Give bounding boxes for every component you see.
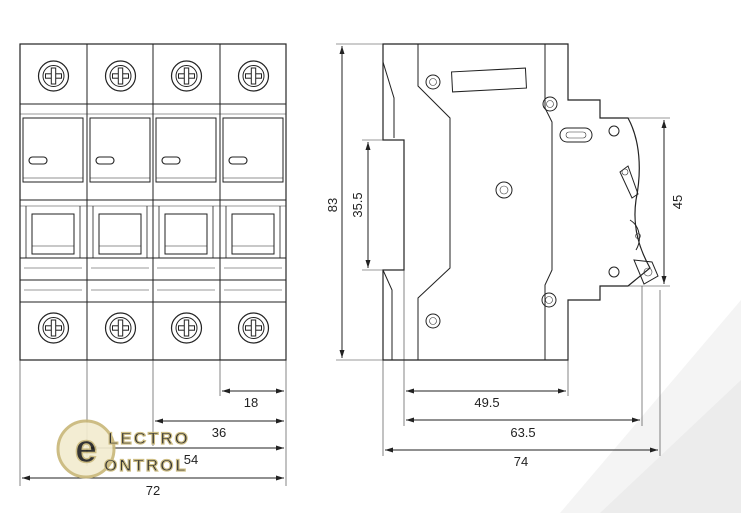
lever-base-pin (643, 267, 653, 277)
handle-face (222, 117, 284, 183)
inner-window (31, 213, 75, 255)
slot (559, 127, 593, 143)
arrow (650, 447, 658, 453)
dim-label-74: 74 (514, 454, 528, 469)
rivet (429, 78, 437, 86)
arrow (155, 418, 163, 424)
arrow (339, 350, 345, 358)
logo-ring (56, 419, 116, 479)
front-dimensions: 18 36 54 72 (19, 44, 287, 498)
side-view (382, 43, 659, 361)
arrow (222, 388, 230, 394)
rivet (425, 74, 441, 90)
rivet (608, 125, 620, 137)
lever-base (633, 259, 659, 285)
toggle-lever (619, 165, 639, 199)
arrow (385, 447, 393, 453)
inner-window (164, 213, 208, 255)
handle-face (22, 117, 84, 183)
rail-clip (382, 44, 395, 138)
rivet (546, 100, 554, 108)
toggle-pivot (621, 168, 629, 176)
terminal-screw-inner (242, 65, 265, 87)
arrow (276, 475, 284, 481)
terminal-screw-inner (42, 317, 65, 339)
handle-face (155, 117, 217, 183)
handle-face (89, 117, 151, 183)
screw-slot (250, 67, 257, 85)
dim-label-18: 18 (244, 395, 258, 410)
terminal-screw-inner (242, 317, 265, 339)
terminal-screw-inner (42, 65, 65, 87)
rail-clip (382, 269, 393, 360)
dim-label-36: 36 (212, 425, 226, 440)
inner-window (231, 213, 275, 255)
label-window (451, 67, 527, 93)
screw-slot (117, 319, 124, 337)
arrow (558, 388, 566, 394)
screw-slot (250, 319, 257, 337)
arrow (632, 417, 640, 423)
side-inner-right (544, 44, 553, 360)
rivet (542, 96, 558, 112)
terminal-screw-inner (109, 317, 132, 339)
arrow (22, 475, 30, 481)
rivet (429, 317, 437, 325)
arrow (661, 276, 667, 284)
dim-label-49-5: 49.5 (474, 395, 499, 410)
dim-label-72: 72 (146, 483, 160, 498)
arrow (276, 445, 284, 451)
screw-slot (183, 319, 190, 337)
indicator-slot (28, 156, 48, 165)
screw-slot (183, 67, 190, 85)
inner-window (98, 213, 142, 255)
terminal-screw-inner (109, 65, 132, 87)
logo-initial: e (75, 427, 97, 471)
dim-label-54: 54 (184, 452, 198, 467)
arrow (365, 142, 371, 150)
front-view (19, 43, 287, 361)
indicator-slot (95, 156, 115, 165)
logo-line2: ONTROL (104, 456, 188, 475)
dim-label-63-5: 63.5 (510, 425, 535, 440)
terminal-screw-inner (175, 317, 198, 339)
arrow (406, 388, 414, 394)
rivet (545, 296, 553, 304)
screw-slot (50, 319, 57, 337)
background-shade-2 (600, 380, 741, 513)
rivet (425, 313, 441, 329)
slot-inner (565, 131, 587, 139)
arrow (365, 260, 371, 268)
screw-slot (50, 67, 57, 85)
arrow (276, 388, 284, 394)
logo-line1: LECTRO (108, 429, 190, 448)
arrow (406, 417, 414, 423)
logo-watermark: e LECTRO ONTROL (56, 419, 190, 479)
side-dimensions: 83 35.5 45 49.5 63.5 74 (325, 43, 685, 469)
terminal-screw-inner (175, 65, 198, 87)
indicator-slot (228, 156, 248, 165)
side-inner-left (417, 44, 451, 360)
rivet (495, 181, 513, 199)
arrow (339, 46, 345, 54)
dim-label-35-5: 35.5 (350, 192, 365, 217)
arrow (661, 120, 667, 128)
dim-label-83: 83 (325, 198, 340, 212)
screw-slot (117, 67, 124, 85)
rivet (541, 292, 557, 308)
dim-label-45: 45 (670, 195, 685, 209)
indicator-slot (161, 156, 181, 165)
arrow (276, 418, 284, 424)
rivet (499, 185, 509, 195)
lever-pin (635, 233, 641, 239)
rivet (608, 266, 620, 278)
